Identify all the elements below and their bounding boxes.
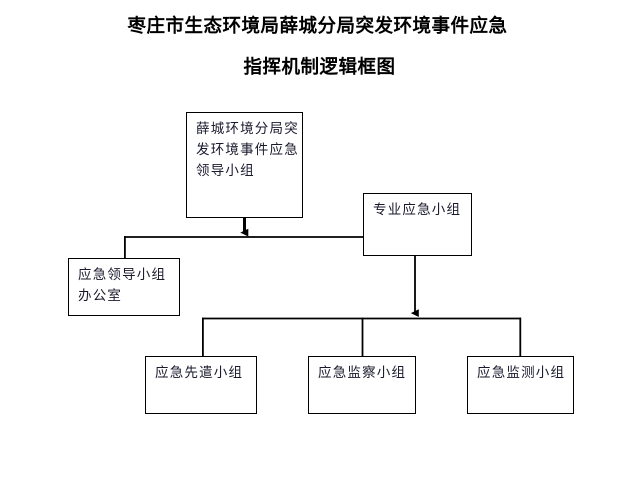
node-supervision-team-label: 应急监察小组 bbox=[318, 365, 407, 381]
node-professional-team[interactable]: 专业应急小组 bbox=[363, 193, 472, 256]
title-line-2: 指挥机制逻辑框图 bbox=[243, 56, 396, 78]
node-leading-group-office[interactable]: 应急领导小组办公室 bbox=[68, 258, 180, 316]
node-leading-group-label: 薛城环境分局突发环境事件应急领导小组 bbox=[196, 121, 299, 179]
node-supervision-team[interactable]: 应急监察小组 bbox=[308, 356, 416, 414]
node-leading-group[interactable]: 薛城环境分局突发环境事件应急领导小组 bbox=[186, 112, 303, 218]
node-monitoring-team[interactable]: 应急监测小组 bbox=[467, 356, 574, 414]
page-title: 枣庄市生态环境局薛城分局突发环境事件应急 指挥机制逻辑框图 bbox=[0, 16, 629, 78]
node-advance-team[interactable]: 应急先遣小组 bbox=[145, 356, 257, 414]
node-advance-team-label: 应急先遣小组 bbox=[155, 365, 244, 381]
node-professional-team-label: 专业应急小组 bbox=[373, 202, 462, 218]
node-monitoring-team-label: 应急监测小组 bbox=[477, 365, 566, 381]
node-leading-group-office-label: 应急领导小组办公室 bbox=[78, 267, 167, 304]
title-line-1: 枣庄市生态环境局薛城分局突发环境事件应急 bbox=[127, 16, 508, 37]
